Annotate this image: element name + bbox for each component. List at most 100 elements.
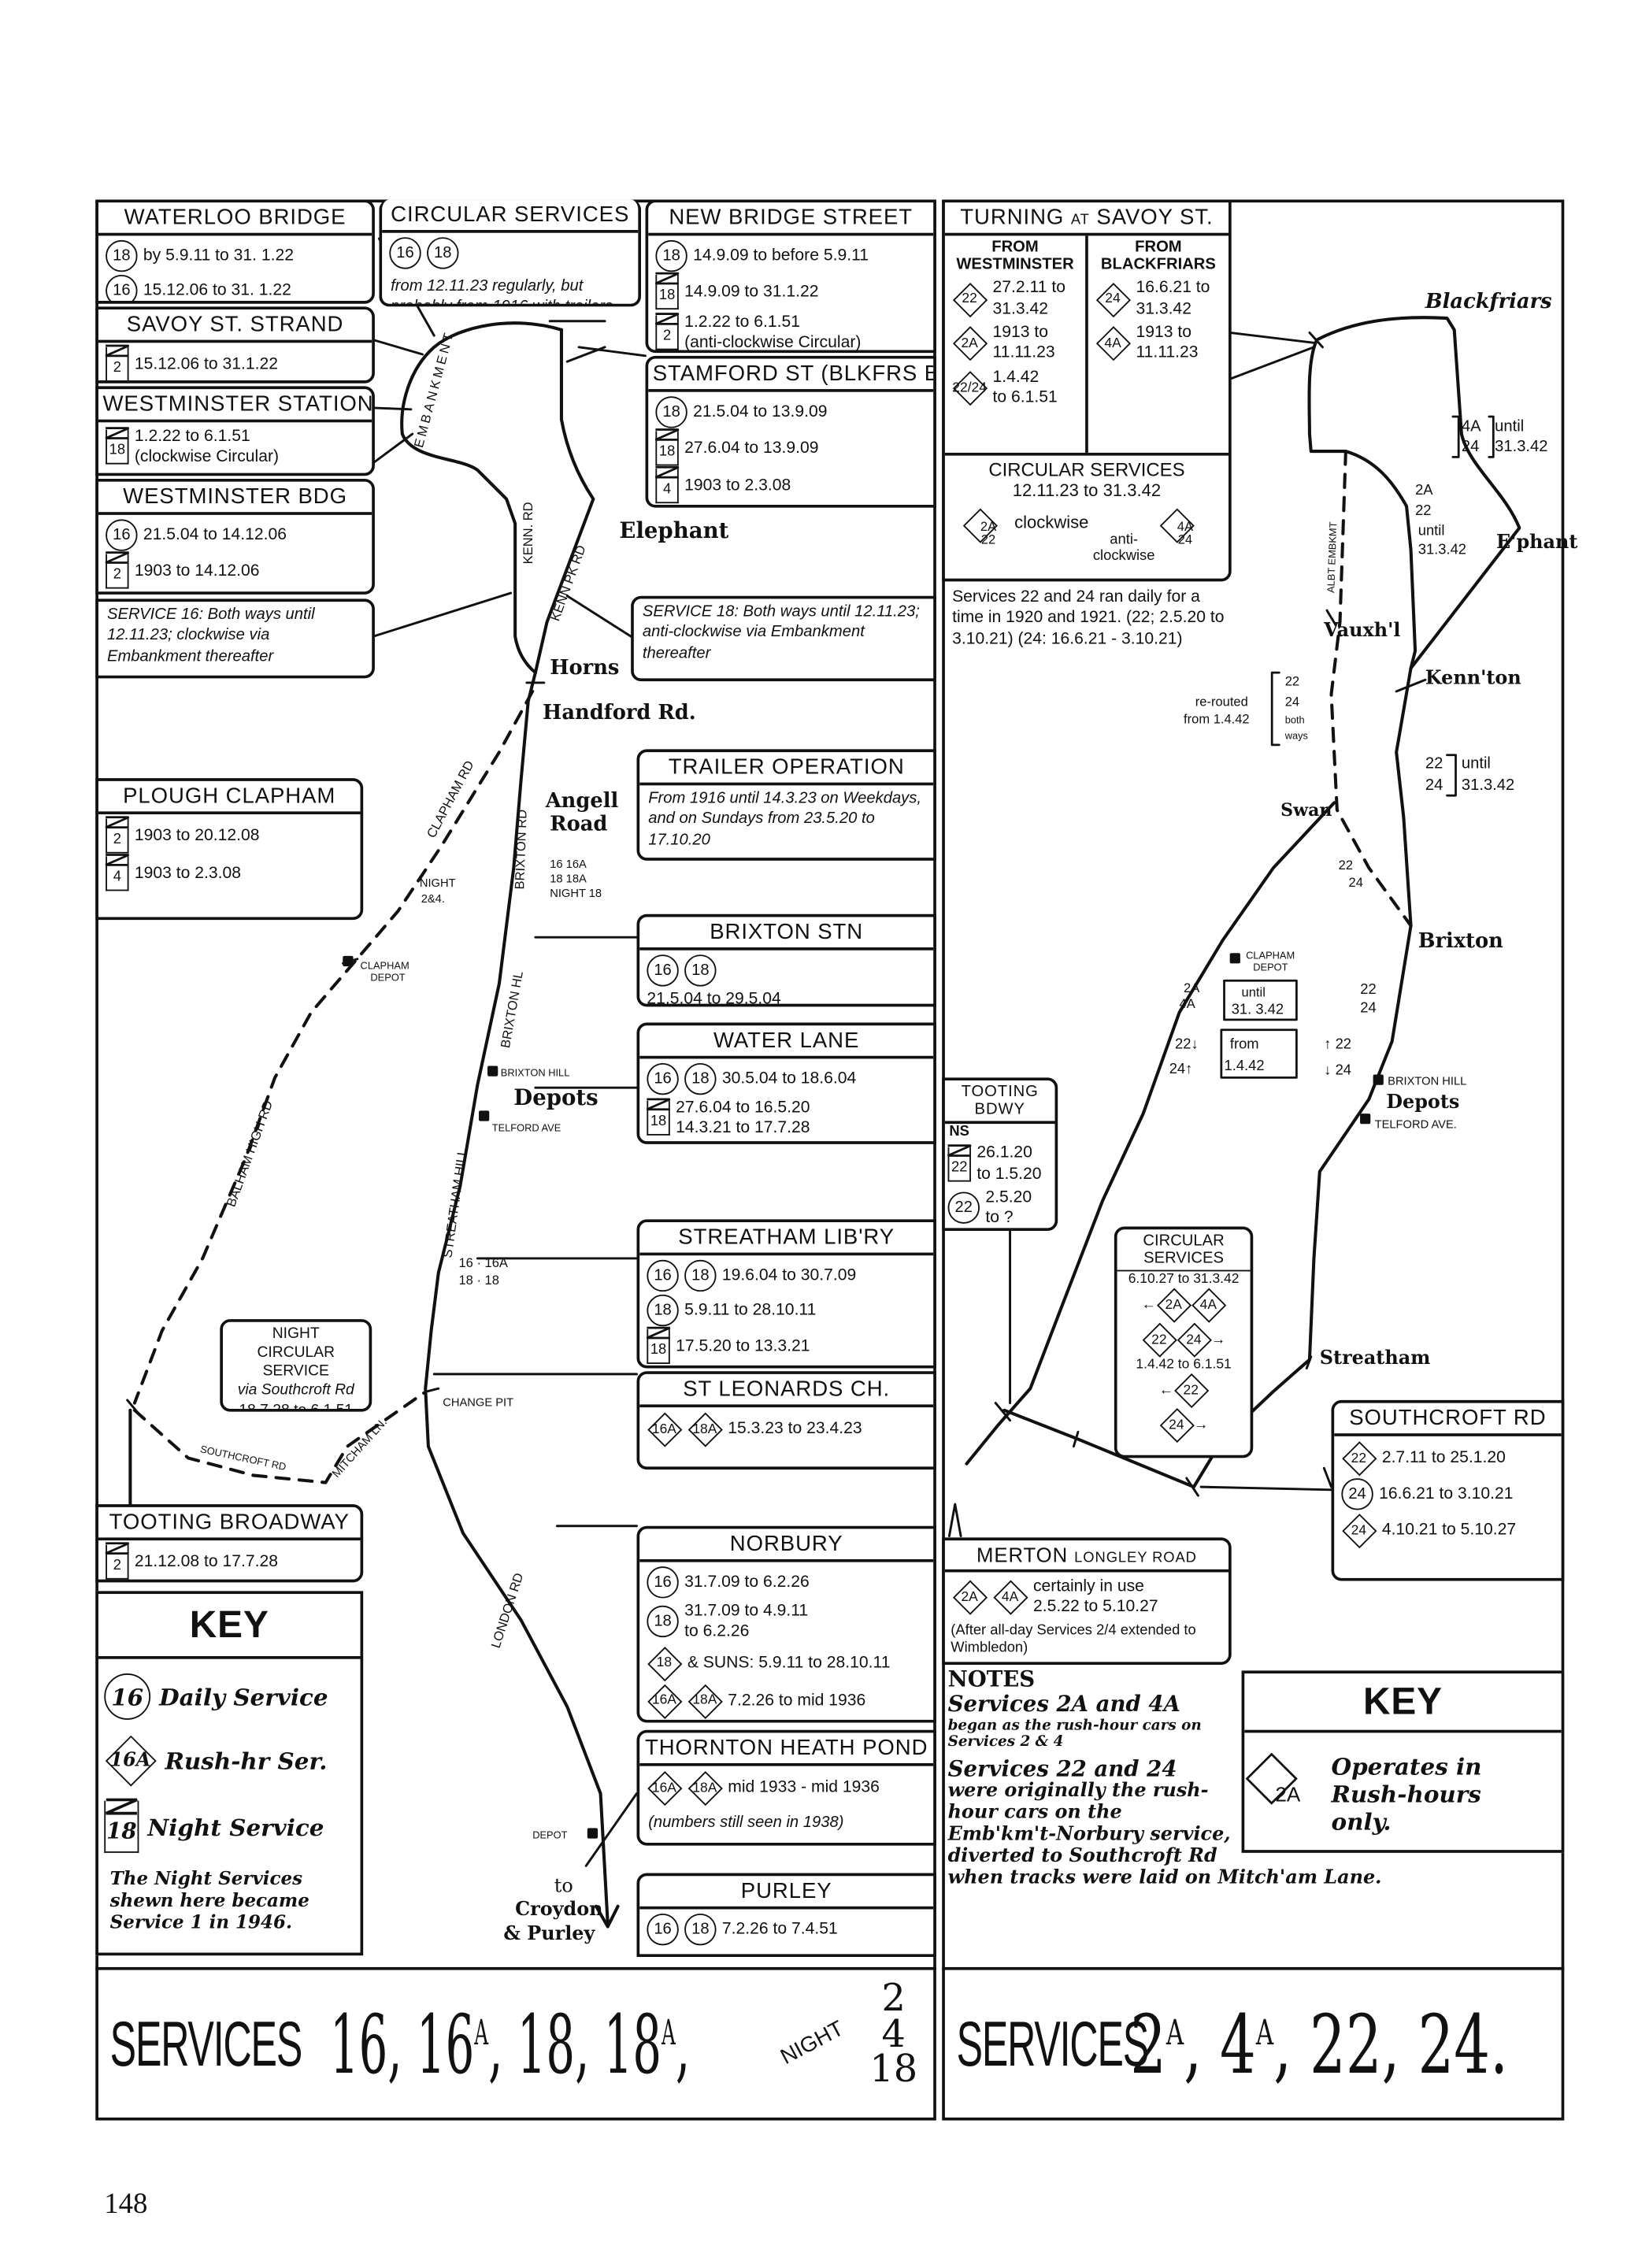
right-key-box: KEY 2A Operates in Rush-hours only. <box>1241 1670 1565 1853</box>
row-text-line: 1.2.22 to 6.1.51 <box>684 313 801 332</box>
map-label-cd-nums-2: 4A <box>1180 996 1195 1011</box>
row-text-line: 31.3.42 <box>992 300 1049 318</box>
row-text-line: 4.10.21 to 5.10.27 <box>1381 1521 1517 1539</box>
badge-label: 16 <box>113 282 131 300</box>
map-label-2224-1: 22 <box>1425 754 1443 772</box>
badge-label: 18 <box>691 1070 710 1088</box>
night-badge-icon: 2 <box>105 344 130 381</box>
row-text-line: 1913 to <box>992 324 1049 342</box>
diamond-badge-4a-24: 4A 24 <box>1159 508 1211 560</box>
key-title: KEY <box>98 1594 361 1659</box>
box-title: STAMFORD ST (BLKFRS BDG) <box>648 359 934 392</box>
list-item: 21.5.04 to 29.5.04 <box>647 989 926 1004</box>
diamond-badge-icon: 18A <box>687 1770 722 1805</box>
badge-label: 4 <box>113 869 121 886</box>
badge-label: 16 <box>111 1683 144 1710</box>
merton-title: MERTON LONGLEY ROAD <box>944 1540 1229 1573</box>
stamford-street-box: STAMFORD ST (BLKFRS BDG) 18 21.5.04 to 13.… <box>645 355 936 508</box>
badge-label: 16 <box>654 1573 672 1592</box>
service-18-note-box: SERVICE 18: Both ways until 12.11.23; an… <box>631 595 936 682</box>
clapham-depot-marker-right <box>1229 953 1240 964</box>
map-label-streatham: Streatham <box>1320 1347 1431 1369</box>
badge-label: 2A <box>961 335 978 351</box>
map-label-elephant: Elephant <box>619 518 728 543</box>
badge-label: 18 <box>691 1266 710 1284</box>
circle-badge-icon: 16 <box>389 237 421 269</box>
diamond-badge: 2A <box>1156 1288 1191 1322</box>
diamond-badge: 22 <box>1173 1373 1208 1407</box>
circ-small-period2: 1.4.42 to 6.1.51 <box>1136 1357 1232 1373</box>
row-text-line: 2.5.20 <box>985 1188 1032 1206</box>
badge-label: 18 <box>650 1114 667 1131</box>
badge-label: 16A <box>651 1421 676 1437</box>
badge-label: 18 <box>106 1817 137 1844</box>
arrow-left-icon: ← <box>1141 1296 1157 1314</box>
map-label-kennton: Kenn'ton <box>1425 667 1521 689</box>
badge-label: 18A <box>692 1780 717 1796</box>
diamond-badge: 22 <box>1142 1322 1177 1357</box>
map-label-2a22-1: 2A <box>1415 481 1433 498</box>
row-text: mid 1933 - mid 1936 <box>728 1777 880 1798</box>
night-number: 4 <box>881 2013 906 2057</box>
map-label-night-1: NIGHT <box>420 877 456 890</box>
circle-badge-icon: 18 <box>684 1259 717 1292</box>
night-numbers: 2 4 18 <box>869 1981 917 2089</box>
column-header: FROM <box>991 239 1039 257</box>
badge-label: 18 <box>113 247 131 265</box>
row-text: 27.6.04 to 13.9.09 <box>684 438 818 458</box>
circle-badge-icon: 24 <box>1341 1478 1373 1510</box>
badge-label: 2 <box>113 832 121 848</box>
box-title: ST LEONARDS CH. <box>639 1374 934 1408</box>
map-label-depots: Depots <box>513 1085 598 1110</box>
row-text: 21.5.04 to 13.9.09 <box>693 402 827 422</box>
map-label-4a24-2: 24 <box>1462 438 1479 455</box>
column-header: WESTMINSTER <box>956 256 1074 274</box>
map-label-telford: TELFORD AVE <box>492 1121 561 1133</box>
left-title-numbers: 16, 16A, 18, 18A, <box>329 1998 691 2092</box>
badge-label: 18A <box>692 1421 717 1437</box>
circle-badge-icon: 18 <box>655 396 687 428</box>
map-label-brixton-services-1: 16 16A <box>550 858 587 871</box>
row-text: 15.12.06 to 31.1.22 <box>135 354 278 375</box>
row-text: 14.9.09 to 31.1.22 <box>684 282 818 302</box>
row-text: 17.5.20 to 13.3.21 <box>676 1336 810 1357</box>
clapham-tooting-route <box>965 801 1336 1466</box>
box-title: NEW BRIDGE STREET <box>648 202 934 236</box>
box-title: WESTMINSTER BDG <box>98 482 372 515</box>
badge-label: 4A <box>1001 1589 1019 1606</box>
row-text-line: to 6.2.26 <box>684 1623 750 1641</box>
row-text: 30.5.04 to 18.6.04 <box>722 1069 856 1089</box>
diamond-badge-icon: 18A <box>687 1683 722 1718</box>
arrow-left-icon: ← <box>1158 1382 1174 1399</box>
night-badge-icon: 18 <box>104 1798 139 1853</box>
map-label-from-arrows-l1: 22↓ <box>1175 1036 1199 1052</box>
map-label-until2-2: 31.3.42 <box>1462 776 1514 794</box>
badge-label: 2 <box>662 328 672 345</box>
diamond-badge-icon: 4A <box>1095 326 1130 361</box>
row-text-line: 19.6.04 to 30.7.09 <box>721 1266 857 1284</box>
badge-label: 2A <box>961 1589 978 1606</box>
row-text-line: 16.6.21 to 3.10.21 <box>1379 1484 1514 1503</box>
row-text-line: 11.11.23 <box>1136 344 1199 362</box>
row-text-line: 2.5.22 to 5.10.27 <box>1032 1599 1158 1617</box>
